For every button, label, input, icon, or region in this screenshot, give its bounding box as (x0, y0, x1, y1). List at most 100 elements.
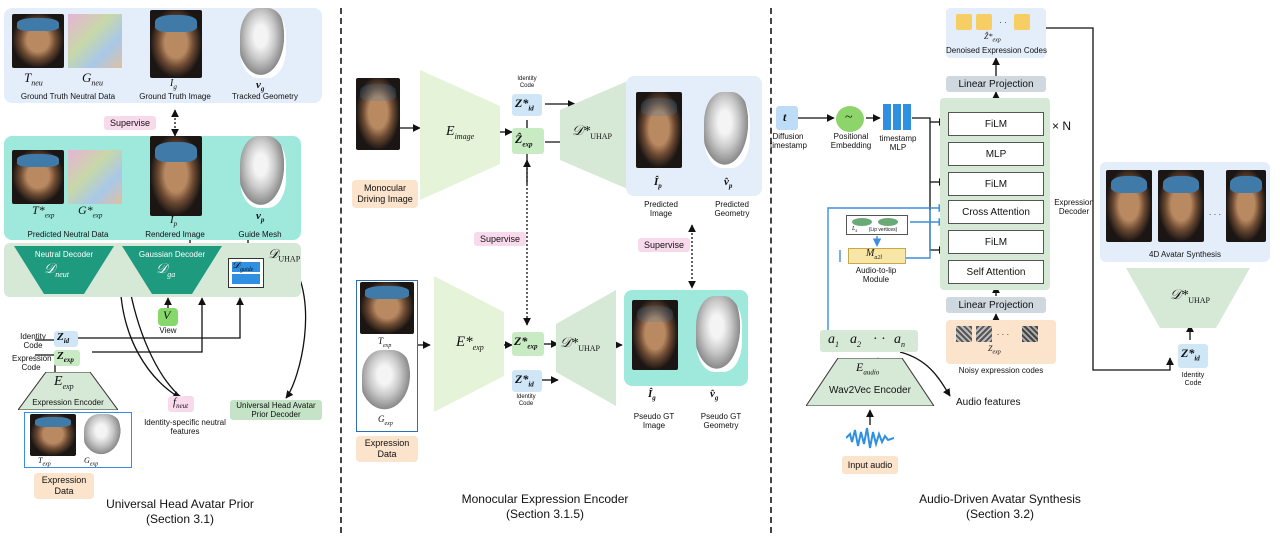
denoised-code-3 (1014, 14, 1030, 30)
label-rendered-image: Rendered Image (145, 230, 205, 239)
noisy-code-3 (1022, 326, 1038, 342)
timestamp-badge (776, 106, 798, 130)
label-guide-mesh: Guide Mesh (238, 230, 282, 239)
film-layer-1: FiLM (948, 112, 1044, 136)
label-view: View (159, 326, 177, 335)
sym-i-p: Ip (170, 214, 178, 229)
sym-e-image: Eimage (446, 124, 475, 141)
sym-d-guide: 𝒟guide (232, 260, 254, 273)
sym-d-uhap-top: 𝒟*UHAP (572, 124, 612, 141)
supervise-badge-mid-b: Supervise (638, 238, 690, 252)
label-expression-decoder: Expression Decoder (1054, 198, 1094, 216)
label-predicted-geometry: Predicted Geometry (714, 200, 750, 218)
neutral-features-badge (168, 396, 194, 412)
guide-decoder-bar-1 (232, 262, 260, 272)
sym-d-uhap-right: 𝒟*UHAP (1170, 288, 1210, 305)
identity-code-bottom (512, 370, 542, 392)
expression-data-texture (30, 414, 76, 456)
predicted-image (636, 92, 682, 168)
monocular-driving-badge: Monocular Driving Image (352, 180, 418, 208)
label-noisy-codes: Noisy expression codes (958, 366, 1044, 375)
sym-a1: a1 (828, 332, 839, 349)
sym-d-uhap-bottom: 𝒟*UHAP (560, 336, 600, 353)
sym-t-neu: Tneu (24, 70, 43, 88)
noisy-ellipsis: · · · (996, 330, 1010, 339)
sym-t-exp-mid: Texp (378, 336, 392, 349)
label-gt-neutral: Ground Truth Neutral Data (20, 92, 116, 101)
label-pseudo-gt-image: Pseudo GT Image (633, 412, 675, 430)
expression-code-mid (512, 332, 544, 356)
label-pseudo-gt-geometry: Pseudo GT Geometry (700, 412, 742, 430)
section-title-right: Audio-Driven Avatar Synthesis (919, 492, 1081, 506)
expression-encoder-block (18, 372, 118, 410)
audio-to-lip-block (848, 248, 906, 264)
noisy-code-1 (956, 326, 972, 342)
pred-neutral-texture (12, 150, 64, 204)
rendered-image (150, 136, 202, 216)
label-positional-embedding: Positional Embedding (830, 132, 872, 150)
sym-z-exp-top: Ẑ*exp (984, 32, 1001, 44)
film-layer-2: FiLM (948, 172, 1044, 196)
sym-i-g: Ig (170, 78, 177, 91)
sym-e-audio: Eaudio (856, 360, 880, 377)
sym-g-exp-left: Gexp (84, 456, 99, 468)
section-subtitle-middle: (Section 3.1.5) (505, 507, 585, 521)
label-denoised-codes: Denoised Expression Codes (946, 46, 1047, 55)
gaussian-decoder-block (122, 246, 222, 294)
label-expression-code: Expression Code (12, 354, 52, 372)
label-identity-code: Identity Code (20, 332, 46, 350)
expression-data-badge-left: Expression Data (34, 473, 94, 499)
label-predicted-image: Predicted Image (644, 200, 678, 218)
label-tracked-geometry: Tracked Geometry (232, 92, 298, 101)
tracked-geometry-mesh (240, 8, 286, 78)
supervise-badge-mid-a: Supervise (474, 232, 526, 246)
sym-g-exp-star: G*exp (78, 203, 103, 220)
waveform-icon (846, 427, 894, 449)
label-gaussian-decoder: Gaussian Decoder (138, 250, 206, 259)
synth-frame-2 (1158, 170, 1204, 242)
sym-v-p-hat: v̂p (724, 176, 733, 191)
sym-t-exp-star: T*exp (32, 203, 55, 220)
label-identity-features: Identity-specific neutral features (144, 418, 226, 436)
linear-projection-top: Linear Projection (946, 76, 1046, 92)
label-identity-code-bottom: Identity Code (516, 394, 536, 407)
label-neutral-decoder: Neutral Decoder (34, 250, 94, 259)
label-identity-code-top: Identity Code (517, 76, 537, 89)
sym-z-exp-left: Zexp (57, 350, 74, 365)
exp-encoder-block-mid (434, 276, 504, 412)
lip-shape-2 (878, 218, 898, 226)
neutral-decoder-block (14, 246, 114, 294)
sym-d-uhap: 𝒟UHAP (268, 246, 301, 264)
sym-m-a2l: Ma2l (866, 248, 883, 261)
identity-code-top (512, 94, 542, 116)
sym-z-exp-noisy: Zexp (988, 344, 1001, 356)
expression-data-mesh (84, 414, 122, 456)
sym-a2: a2 (850, 332, 861, 349)
separator-left (340, 8, 342, 533)
gt-neutral-texture (12, 14, 64, 68)
sym-view: V (163, 308, 171, 322)
sym-tilde: ~ (845, 110, 853, 125)
noisy-code-2 (976, 326, 992, 342)
sym-t: t (783, 110, 787, 124)
sym-g-neu: Gneu (82, 70, 103, 88)
pred-neutral-gaussian-map (68, 150, 122, 204)
input-audio-badge: Input audio (842, 456, 898, 474)
label-timestamp-mlp: timestamp MLP (879, 134, 917, 152)
label-times-n: × N (1052, 119, 1072, 133)
sym-v-g: vg (256, 79, 265, 94)
sym-z-id-top: Z*id (515, 96, 534, 113)
sym-e-exp-mid: E*exp (456, 334, 484, 352)
sym-z-id-bottom: Z*id (515, 372, 534, 389)
monocular-driving-image (356, 78, 400, 150)
mlp-bar-1 (883, 104, 891, 130)
label-lip-vertices: (Lip vertices) (868, 227, 898, 233)
sym-v-p: vp (256, 210, 265, 225)
label-synthesis: 4D Avatar Synthesis (1149, 250, 1221, 259)
predicted-geometry (704, 92, 750, 168)
label-gt-image: Ground Truth Image (139, 92, 211, 101)
separator-right (770, 8, 772, 533)
linear-projection-bottom: Linear Projection (946, 297, 1046, 313)
expression-code-left (54, 350, 80, 366)
